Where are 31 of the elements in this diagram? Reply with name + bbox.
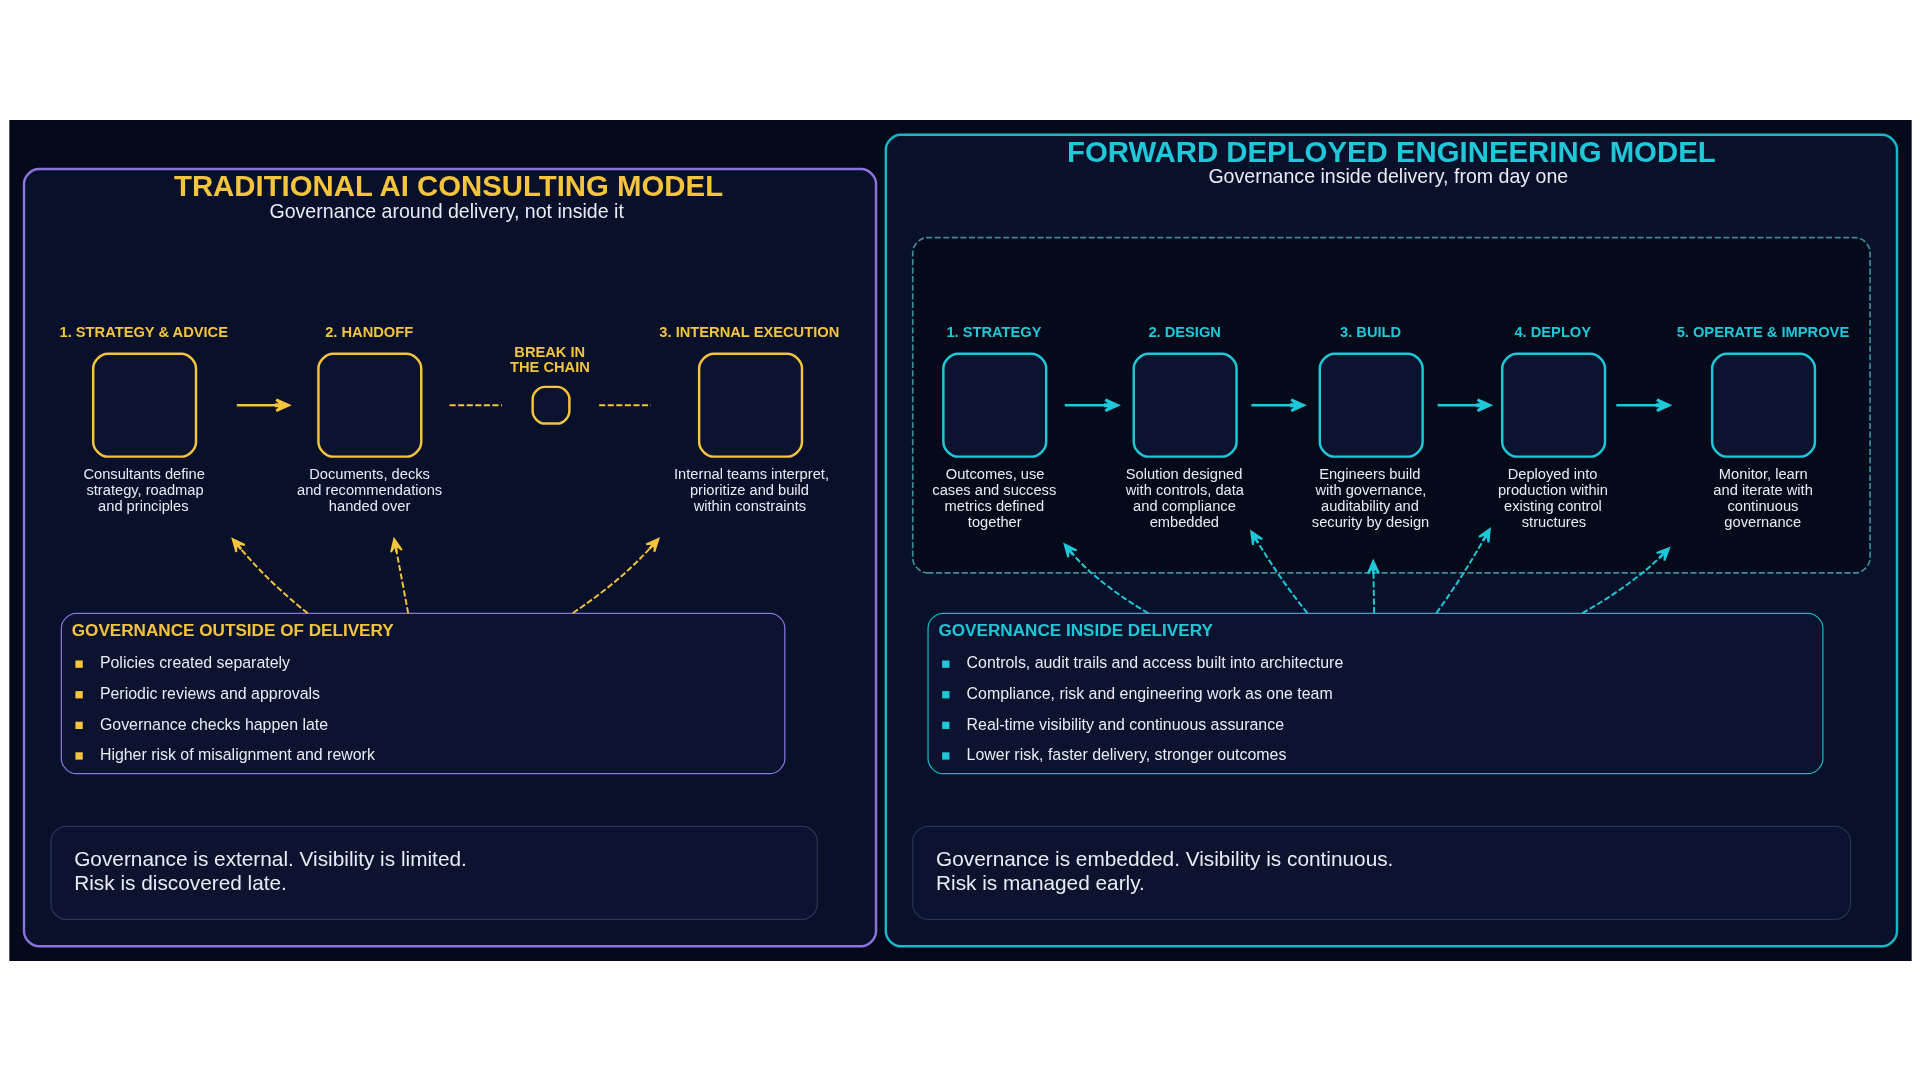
arrow [1063,542,1149,614]
connector [448,403,503,406]
node-label: 2. DESIGN [1147,323,1221,340]
arrow [1615,397,1671,412]
node-label: BREAK IN THE CHAIN [509,343,590,375]
arrow [1580,546,1670,614]
arrow [236,397,290,412]
node-label: Consultants define strategy, roadmap and principles [82,465,205,514]
arrow [1366,559,1380,614]
node-label: Internal teams interpret, prioritize and build within constraints [673,465,829,514]
node-label: 3. BUILD [1339,323,1401,340]
arrow [231,537,309,614]
node-label: Monitor, learn and iterate with continuous governance [1712,465,1813,530]
node-label: Solution designed with controls, data and compliance embedded [1125,465,1244,530]
node-label: 1. STRATEGY & ADVICE [59,323,228,340]
node-label: Outcomes, use cases and success metrics defined together [931,465,1056,530]
arrow [1437,397,1491,412]
arrow [1064,397,1119,412]
arrow [571,537,659,614]
arrow [389,537,409,614]
node-label: Documents, decks and recommendations handed over [296,465,442,514]
node-label: 1. STRATEGY [945,323,1042,340]
node-label: 4. DEPLOY [1513,323,1591,340]
node-label: 3. INTERNAL EXECUTION [658,323,839,340]
arrow [1434,527,1491,614]
node-label: 5. OPERATE & IMPROVE [1676,323,1849,340]
arrow [1250,397,1305,412]
node-label: 2. HANDOFF [324,323,413,340]
node-label: Deployed into production within existing control structures [1497,465,1608,530]
arrow [1249,530,1308,614]
node-label: Engineers build with governance, auditability and security by design [1311,465,1429,530]
